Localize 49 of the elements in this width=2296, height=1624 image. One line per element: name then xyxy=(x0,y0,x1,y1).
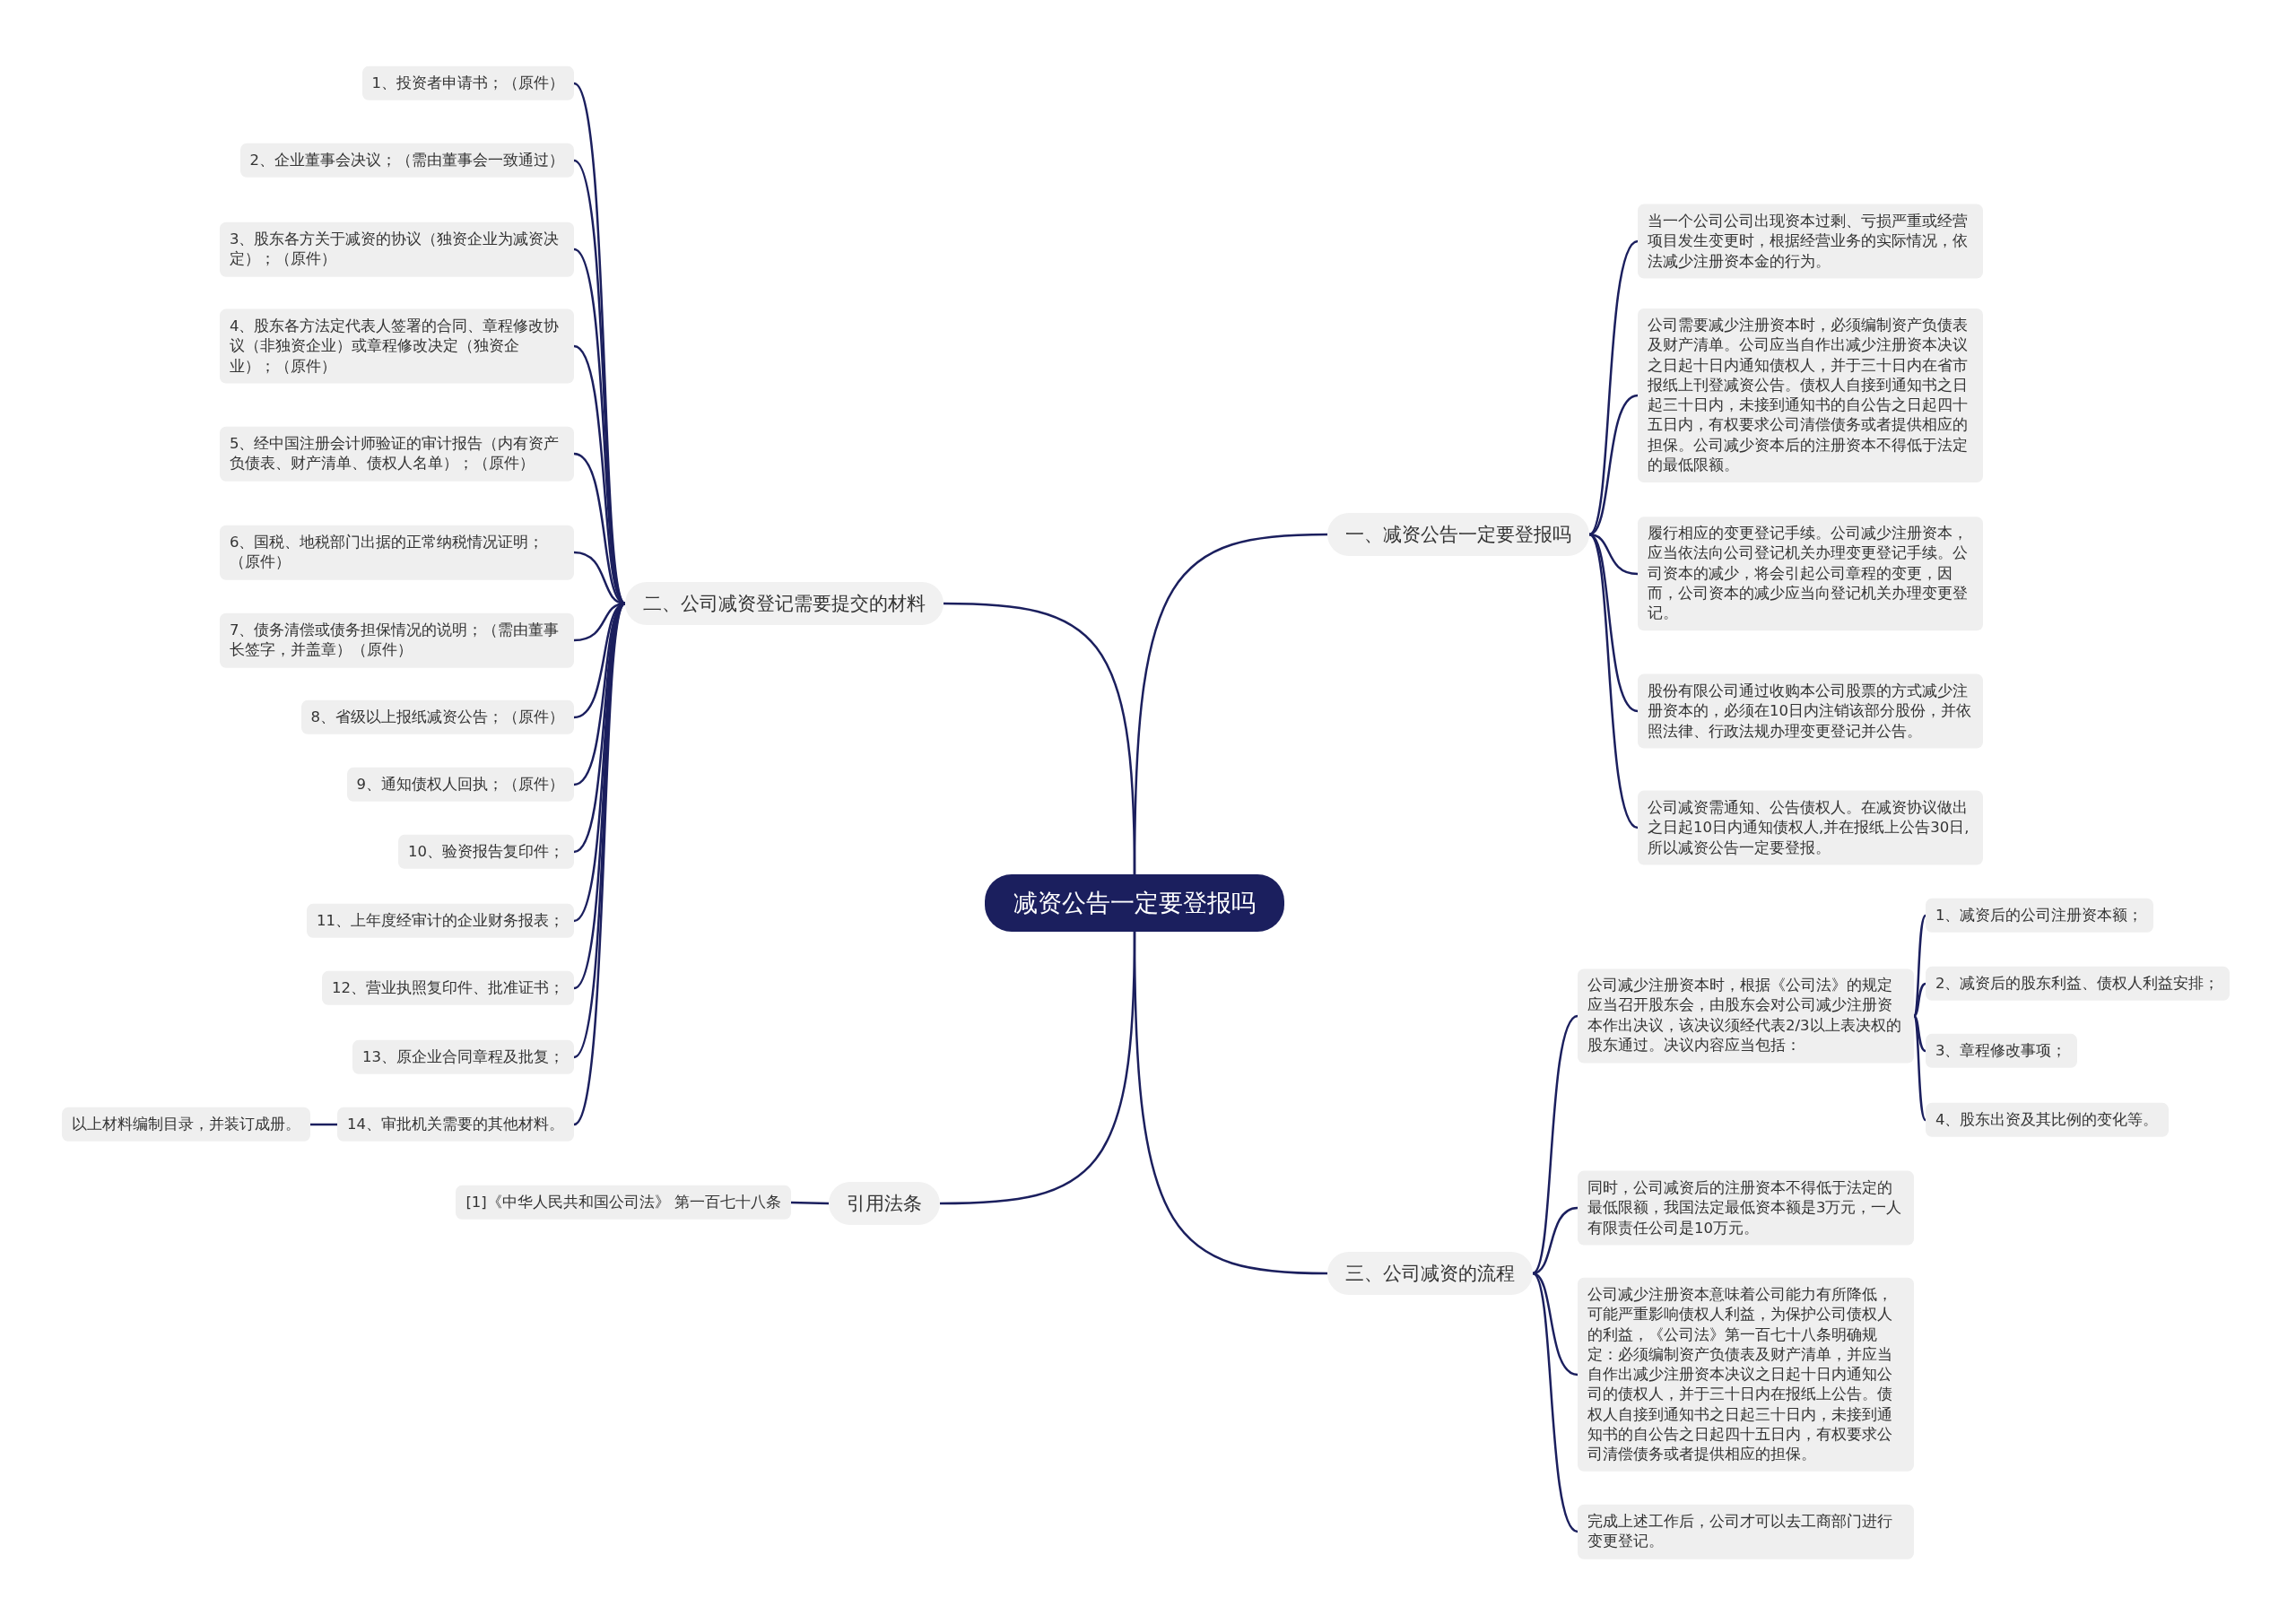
topic-card: 股份有限公司通过收购本公司股票的方式减少注册资本的，必须在10日内注销该部分股份，并依照法律、行政法规办理变更登记并公告。 xyxy=(1638,673,1983,749)
connector-line xyxy=(1588,240,1639,535)
connector-line xyxy=(1532,1272,1578,1533)
topic-card: 3、章程修改事项； xyxy=(1926,1033,2077,1069)
topic-card: 7、债务清偿或债务担保情况的说明；（需由董事长签字，并盖章）（原件） xyxy=(220,612,574,668)
connector-line xyxy=(1588,533,1639,713)
branch-topic: 一、减资公告一定要登报吗 xyxy=(1327,513,1589,556)
branch-topic: 二、公司减资登记需要提交的材料 xyxy=(625,582,944,625)
topic-card: 6、国税、地税部门出据的正常纳税情况证明；（原件） xyxy=(220,525,574,580)
connector-line xyxy=(1913,982,1926,1017)
topic-card: 2、减资后的股东利益、债权人利益安排； xyxy=(1926,966,2230,1002)
connector-line xyxy=(1588,534,1639,829)
connector-line xyxy=(1532,1206,1578,1275)
topic-card: 完成上述工作后，公司才可以去工商部门进行变更登记。 xyxy=(1578,1504,1914,1559)
topic-card: 以上材料编制目录，并装订成册。 xyxy=(62,1107,310,1142)
topic-card: [1]《中华人民共和国公司法》 第一百七十八条 xyxy=(456,1185,791,1220)
topic-card: 履行相应的变更登记手续。公司减少注册资本，应当依法向公司登记机关办理变更登记手续。公司资本的减少，将会引起公司章程的变更，因而，公司资本的减少应当向登记机关办理变更登记。 xyxy=(1638,517,1983,631)
connector-line xyxy=(1912,1015,1926,1121)
topic-card: 14、审批机关需要的其他材料。 xyxy=(337,1107,574,1142)
topic-card: 11、上年度经审计的企业财务报表； xyxy=(307,903,574,939)
connector-line xyxy=(790,1201,830,1205)
central-topic: 减资公告一定要登报吗 xyxy=(985,874,1284,932)
connector-line xyxy=(310,1123,337,1126)
branch-topic: 引用法条 xyxy=(829,1182,940,1225)
topic-card: 1、减资后的公司注册资本额； xyxy=(1926,898,2153,934)
topic-card: 4、股东出资及其比例的变化等。 xyxy=(1926,1102,2169,1138)
topic-card: 10、验资报告复印件； xyxy=(398,834,574,870)
connector-line xyxy=(1532,1015,1578,1274)
topic-card: 公司减少注册资本意味着公司能力有所降低，可能严重影响债权人利益，为保护公司债权人的利益，《公司法》第一百七十八条明确规定：必须编制资产负债表及财产清单，并应当自作出减少注册资本决议之日起十日内通知公司的债权人，并于三十日内在报纸上公告。债权人自接到通知书之日起三十日内，未接到通知书的自公告之日起四十五日内，有权要求公司清偿债务或者提供相应的担保。 xyxy=(1578,1277,1914,1472)
topic-card: 5、经中国注册会计师验证的审计报告（内有资产负债表、财产清单、债权人名单）；（原件） xyxy=(220,426,574,482)
topic-card: 12、营业执照复印件、批准证书； xyxy=(322,970,574,1006)
connector-line xyxy=(1913,1015,1926,1053)
topic-card: 8、省级以上报纸减资公告；（原件） xyxy=(300,699,574,735)
connector-line xyxy=(1532,1272,1578,1376)
topic-card: 13、原企业合同章程及批复； xyxy=(352,1039,574,1075)
topic-card: 同时，公司减资后的注册资本不得低于法定的最低限额，我国法定最低资本额是3万元，一人有限责任公司是10万元。 xyxy=(1578,1170,1914,1246)
topic-card: 当一个公司公司出现资本过剩、亏损严重或经营项目发生变更时，根据经营业务的实际情况，依法减少注册资本金的行为。 xyxy=(1638,204,1983,279)
topic-card: 9、通知债权人回执；（原件） xyxy=(346,767,574,803)
topic-card: 1、投资者申请书；（原件） xyxy=(361,65,574,101)
topic-card: 4、股东各方法定代表人签署的合同、章程修改协议（非独资企业）或章程修改决定（独资企业）；（原件） xyxy=(220,308,574,384)
topic-card: 公司需要减少注册资本时，必须编制资产负债表及财产清单。公司应当自作出减少注册资本决议之日起十日内通知债权人，并于三十日内在省市报纸上刊登减资公告。债权人自接到通知书之日起三十日内，未接到通知书的自公告之日起四十五日内，有权要求公司清偿债务或者提供相应的担保。公司减少资本后的注册资本不得低于法定的最低限额。 xyxy=(1638,308,1983,483)
topic-card: 公司减资需通知、公告债权人。在减资协议做出之日起10日内通知债权人,并在报纸上公告30日,所以减资公告一定要登报。 xyxy=(1638,790,1983,865)
connector-line xyxy=(1588,394,1639,536)
topic-card: 公司减少注册资本时，根据《公司法》的规定应当召开股东会，由股东会对公司减少注册资本作出决议，该决议须经代表2/3以上表决权的股东通过。决议内容应当包括： xyxy=(1578,968,1914,1064)
topic-card: 3、股东各方关于减资的协议（独资企业为减资决定）；（原件） xyxy=(220,221,574,277)
topic-card: 2、企业董事会决议；（需由董事会一致通过） xyxy=(239,143,574,178)
connector-line xyxy=(943,602,1136,874)
branch-topic: 三、公司减资的流程 xyxy=(1327,1252,1533,1295)
connector-line xyxy=(1133,932,1328,1275)
